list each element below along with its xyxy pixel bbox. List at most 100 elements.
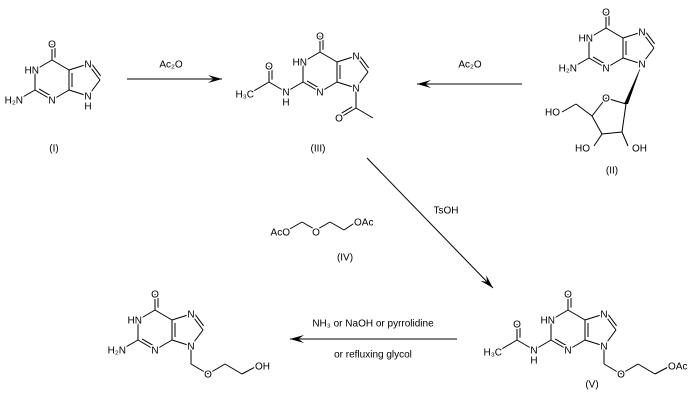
double-bond-inner <box>141 338 155 347</box>
carbonyl-oxygen: O <box>151 290 159 301</box>
n9-nitrogen: N <box>352 84 359 95</box>
double-bond <box>603 313 617 331</box>
bond <box>621 103 627 133</box>
double-bond-inner <box>341 106 353 114</box>
n7-nitrogen: N <box>84 60 91 71</box>
amide-oxygen: O <box>265 62 273 73</box>
bond <box>603 329 617 347</box>
double-bond-inner <box>306 80 320 89</box>
bond <box>588 27 607 39</box>
hydroxyl-3: HO <box>575 144 590 155</box>
bond <box>355 107 374 119</box>
n9-nitrogen: N <box>600 342 607 353</box>
bond <box>154 309 173 321</box>
double-bond <box>87 63 101 81</box>
bond <box>137 309 156 321</box>
n3-nitrogen: N <box>316 88 323 99</box>
bond <box>51 59 70 71</box>
bond <box>641 47 655 65</box>
double-bond-inner <box>194 314 205 327</box>
n9-nitrogen: N <box>638 60 645 71</box>
n3-nitrogen: N <box>48 96 55 107</box>
n1-hn: HN <box>541 316 555 327</box>
bond <box>336 81 357 89</box>
reagent-deprotection-line1: NH₃ or NaOH or pyrrolidine <box>312 319 434 330</box>
acetoxy-left: AcO <box>271 228 291 239</box>
acetoxy-right: OAc <box>354 218 373 229</box>
n9-hydrogen: H <box>84 102 91 113</box>
bond <box>241 365 258 375</box>
n9-nitrogen: N <box>84 92 91 103</box>
hydroxyl-5: HO <box>545 108 560 119</box>
reagent-ac2o-1: Ac₂O <box>159 60 183 71</box>
amide-oxygen: O <box>513 320 521 331</box>
bond <box>123 339 139 349</box>
n7-nitrogen: N <box>187 310 194 321</box>
bond <box>301 221 317 231</box>
bond <box>605 27 624 39</box>
bond <box>593 133 603 147</box>
hydroxyl-2: OH <box>632 144 647 155</box>
bond <box>516 339 535 351</box>
n1-hn: HN <box>579 34 593 45</box>
amide-hydrogen: H <box>282 98 289 109</box>
double-bond <box>355 55 369 73</box>
bond <box>319 51 338 63</box>
acetyl-oxygen: O <box>335 114 343 125</box>
amide-nitrogen: N <box>530 346 537 357</box>
n3-nitrogen: N <box>564 346 571 357</box>
compound-label-IV: (IV) <box>337 253 353 264</box>
compound-label-II: (II) <box>606 166 618 177</box>
bond <box>224 363 243 375</box>
double-bond-inner <box>91 64 101 77</box>
double-bond-inner <box>645 32 655 45</box>
arrowhead-icon <box>290 335 304 343</box>
bond <box>622 31 643 39</box>
n3-nitrogen: N <box>151 346 158 357</box>
n1-hn: HN <box>293 58 307 69</box>
bond <box>34 59 53 71</box>
double-bond <box>340 107 357 118</box>
bond <box>51 89 70 101</box>
bond <box>622 57 643 65</box>
carbonyl-oxygen: O <box>564 290 572 301</box>
bond <box>329 221 345 231</box>
double-bond-inner <box>554 338 568 347</box>
amino-group: H₂N <box>559 64 577 75</box>
bond <box>251 81 270 93</box>
arrows <box>127 75 522 343</box>
bond <box>533 339 552 351</box>
amide-hydrogen: H <box>530 356 537 367</box>
ether-oxygen: O <box>204 370 212 381</box>
n7-nitrogen: N <box>638 28 645 39</box>
double-bond <box>550 339 569 351</box>
bond <box>575 103 593 117</box>
bond <box>584 339 605 347</box>
acetoxy: OAc <box>668 362 687 373</box>
carbonyl-oxygen: O <box>316 32 324 43</box>
bond <box>584 313 605 321</box>
amino-group: H₂N <box>5 96 23 107</box>
hydroxyl: OH <box>255 362 270 373</box>
bond <box>637 363 656 375</box>
bond <box>601 131 623 135</box>
arrowhead-icon <box>480 275 493 288</box>
compound-label-V: (V) <box>585 380 598 391</box>
amino-group: H₂N <box>108 346 126 357</box>
methyl-group: H₃C <box>483 348 502 359</box>
n1-hn: HN <box>128 316 142 327</box>
bond <box>190 329 204 347</box>
double-bond-inner <box>359 56 370 69</box>
arrowhead-icon <box>208 75 222 83</box>
bond <box>268 81 287 93</box>
bond <box>561 103 577 113</box>
bond <box>20 89 36 99</box>
double-bond <box>190 313 204 331</box>
carbonyl-oxygen: O <box>602 8 610 19</box>
ether-oxygen: O <box>617 370 625 381</box>
ring-oxygen: O <box>602 94 610 105</box>
bond <box>499 339 518 351</box>
bond <box>591 97 607 117</box>
bond <box>171 339 192 347</box>
